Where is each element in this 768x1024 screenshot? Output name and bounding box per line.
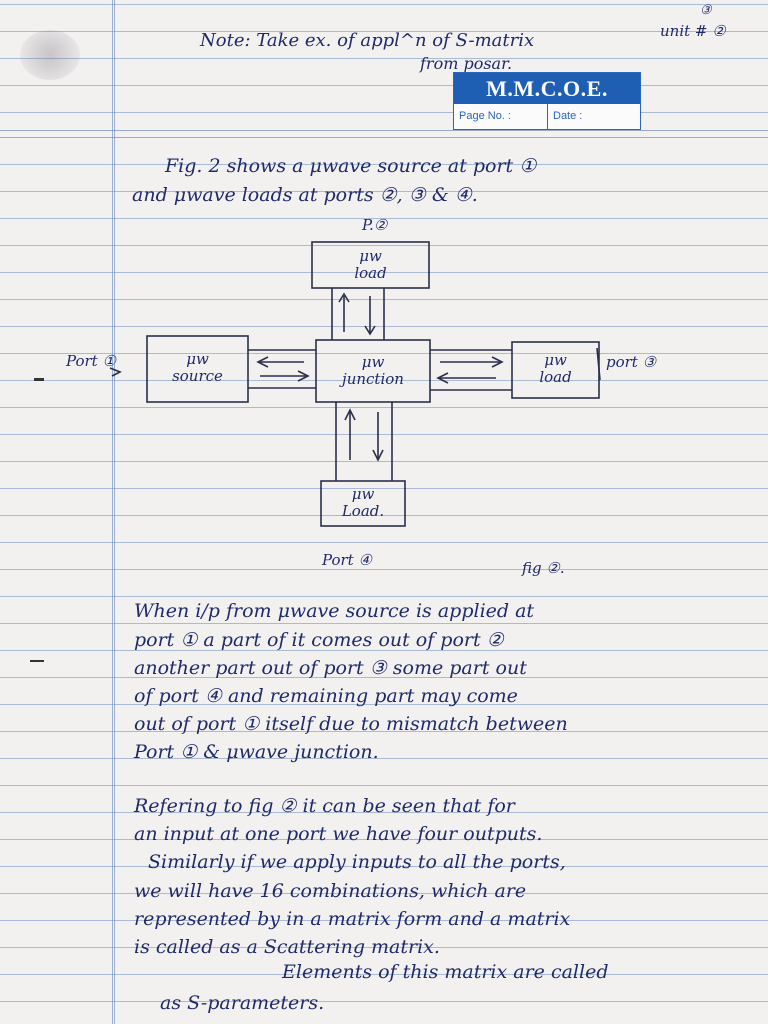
top-load-box bbox=[311, 241, 430, 289]
paragraph2-line: Refering to fig ② it can be seen that fo… bbox=[134, 795, 515, 817]
margin-line bbox=[112, 0, 115, 1024]
college-stamp: M.M.C.O.E. Page No. : Date : bbox=[453, 72, 641, 130]
top-port-label: P.② bbox=[362, 216, 388, 234]
junction-box-label: μw junction bbox=[316, 354, 430, 388]
margin-mark bbox=[34, 378, 44, 381]
paragraph2-line: as S-parameters. bbox=[160, 992, 325, 1014]
stamp-title: M.M.C.O.E. bbox=[454, 73, 640, 104]
source-line-2: source bbox=[172, 367, 223, 385]
bottom-load-line-2: Load. bbox=[341, 502, 385, 520]
bottom-load-line-1: μw bbox=[351, 485, 375, 503]
bottom-port-label: Port ④ bbox=[322, 551, 372, 569]
top-load-line-2: load bbox=[354, 264, 387, 282]
note-line: Note: Take ex. of appl^n of S-matrix bbox=[200, 30, 535, 51]
paragraph1-line: out of port ① itself due to mismatch bet… bbox=[134, 713, 568, 735]
figure-label: fig ②. bbox=[522, 559, 565, 577]
unit-label: unit # ② bbox=[660, 22, 726, 40]
right-load-line-2: load bbox=[539, 368, 572, 386]
right-load-box-label: μw load bbox=[512, 352, 599, 386]
left-port-label: Port ① bbox=[66, 352, 116, 370]
note-line-continued: from posar. bbox=[420, 54, 513, 73]
top-load-line-1: μw bbox=[359, 247, 382, 265]
paragraph1-line: of port ④ and remaining part may come bbox=[134, 685, 518, 707]
source-box bbox=[146, 335, 249, 403]
ink-smudge bbox=[20, 30, 80, 80]
bottom-load-box-label: μw Load. bbox=[321, 486, 405, 520]
date-label: Date : bbox=[553, 110, 583, 122]
junction-box bbox=[315, 339, 431, 403]
paragraph1-line: port ① a part of it comes out of port ② bbox=[134, 629, 504, 651]
paragraph1-line: When i/p from μwave source is applied at bbox=[134, 600, 535, 622]
paragraph2-line: an input at one port we have four output… bbox=[134, 823, 543, 845]
source-line-1: μw bbox=[186, 350, 209, 368]
top-load-box-label: μw load bbox=[312, 248, 429, 282]
junction-line-1: μw bbox=[361, 353, 385, 371]
paragraph2-line: Elements of this matrix are called bbox=[282, 961, 609, 983]
paragraph2-line: is called as a Scattering matrix. bbox=[134, 936, 440, 958]
paragraph1-line: another part out of port ③ some part out bbox=[134, 657, 527, 679]
source-box-label: μw source bbox=[147, 351, 248, 385]
paragraph2-line: represented by in a matrix form and a ma… bbox=[134, 908, 571, 930]
junction-line-2: junction bbox=[342, 370, 404, 388]
margin-mark bbox=[30, 660, 44, 662]
header-rule bbox=[0, 130, 768, 138]
page-no-label: Page No. : bbox=[454, 104, 548, 129]
right-load-line-1: μw bbox=[544, 351, 567, 369]
paragraph2-line: we will have 16 combinations, which are bbox=[134, 880, 527, 902]
intro-line: and μwave loads at ports ②, ③ & ④. bbox=[132, 184, 478, 206]
paragraph2-line: Similarly if we apply inputs to all the … bbox=[148, 851, 566, 873]
paragraph1-line: Port ① & μwave junction. bbox=[134, 741, 379, 763]
bottom-load-box bbox=[320, 480, 406, 527]
intro-line: Fig. 2 shows a μwave source at port ① bbox=[165, 155, 537, 177]
unit-top-mark: ③ bbox=[700, 3, 712, 18]
right-port-label: port ③ bbox=[606, 353, 657, 371]
